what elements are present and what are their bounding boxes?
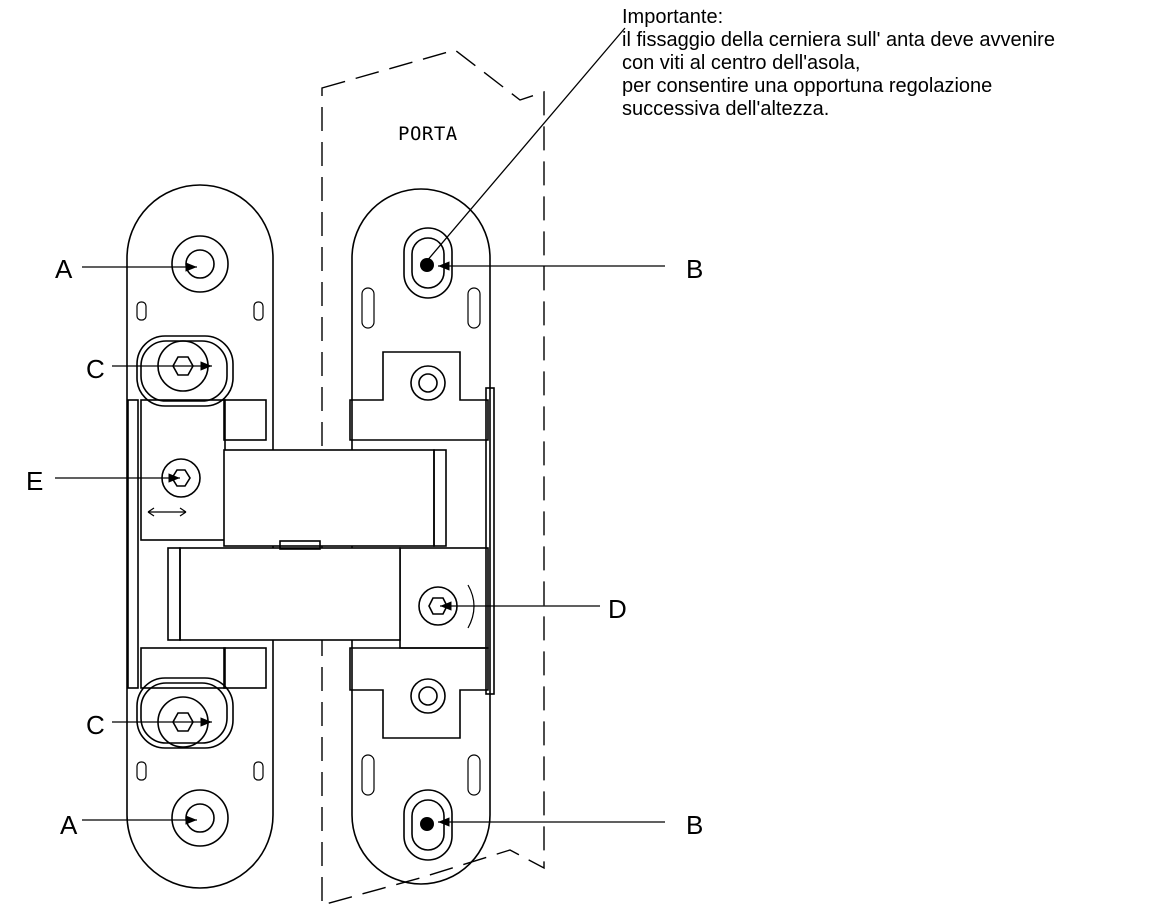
note-line: il fissaggio della cerniera sull' anta d… [622, 29, 1055, 51]
callout-a-top: A [55, 254, 73, 284]
note-line: per consentire una opportuna regolazione [622, 75, 993, 97]
note-line: successiva dell'altezza. [622, 98, 830, 120]
callout-d: D [608, 594, 627, 624]
door-outline: PORTA [321, 49, 545, 906]
note-line-title: Importante: [622, 6, 724, 28]
hinge-arms [167, 449, 447, 641]
callout-leaders [55, 261, 665, 827]
callout-e: E [26, 466, 43, 496]
callout-a-bottom: A [60, 810, 78, 840]
callout-b-bottom: B [686, 810, 703, 840]
callout-c-top: C [86, 354, 105, 384]
note-leader [425, 27, 626, 263]
callout-c-bottom: C [86, 710, 105, 740]
door-label: PORTA [398, 123, 458, 145]
note-line: con viti al centro dell'asola, [622, 52, 861, 74]
frame-plate-left [126, 184, 274, 889]
door-plate-right [349, 188, 495, 885]
installation-note: Importante: il fissaggio della cerniera … [622, 6, 1162, 121]
callout-b-top: B [686, 254, 703, 284]
